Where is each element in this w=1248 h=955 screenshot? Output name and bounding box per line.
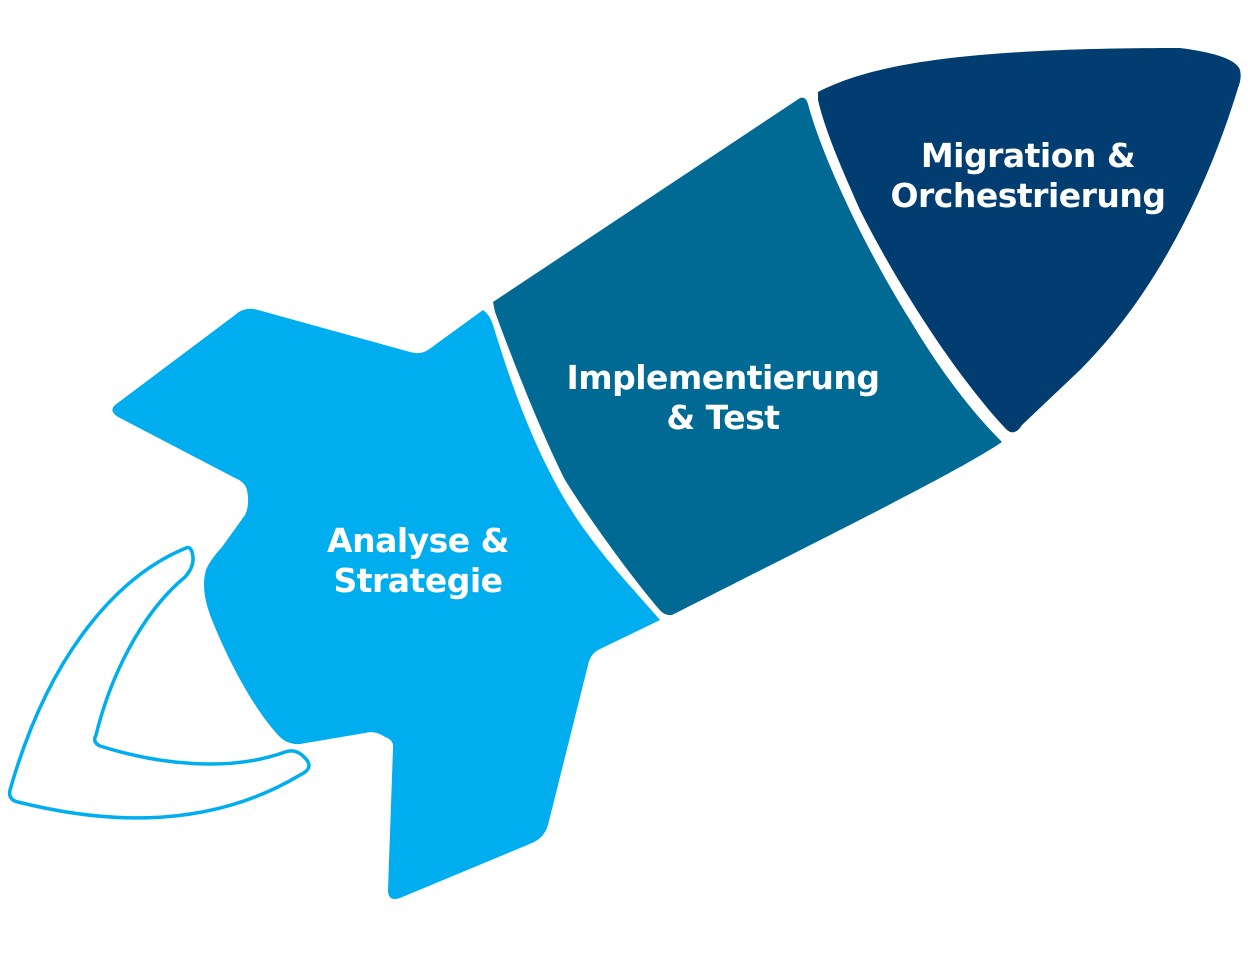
phase-migration-label-line2: Orchestrierung [890, 176, 1165, 215]
rocket-flame-outline [7, 545, 311, 820]
phase-analyse-label-line2: Strategie [333, 561, 502, 600]
phase-analyse-body [112, 308, 661, 899]
phase-implementierung-label-line1: Implementierung [566, 358, 879, 397]
phase-implementierung-body [493, 97, 1002, 616]
phase-implementierung-label-line2: & Test [666, 398, 780, 437]
phase-analyse-label-line1: Analyse & [327, 521, 509, 560]
phase-migration-body [818, 48, 1241, 433]
phase-migration-label-line1: Migration & [921, 136, 1135, 175]
